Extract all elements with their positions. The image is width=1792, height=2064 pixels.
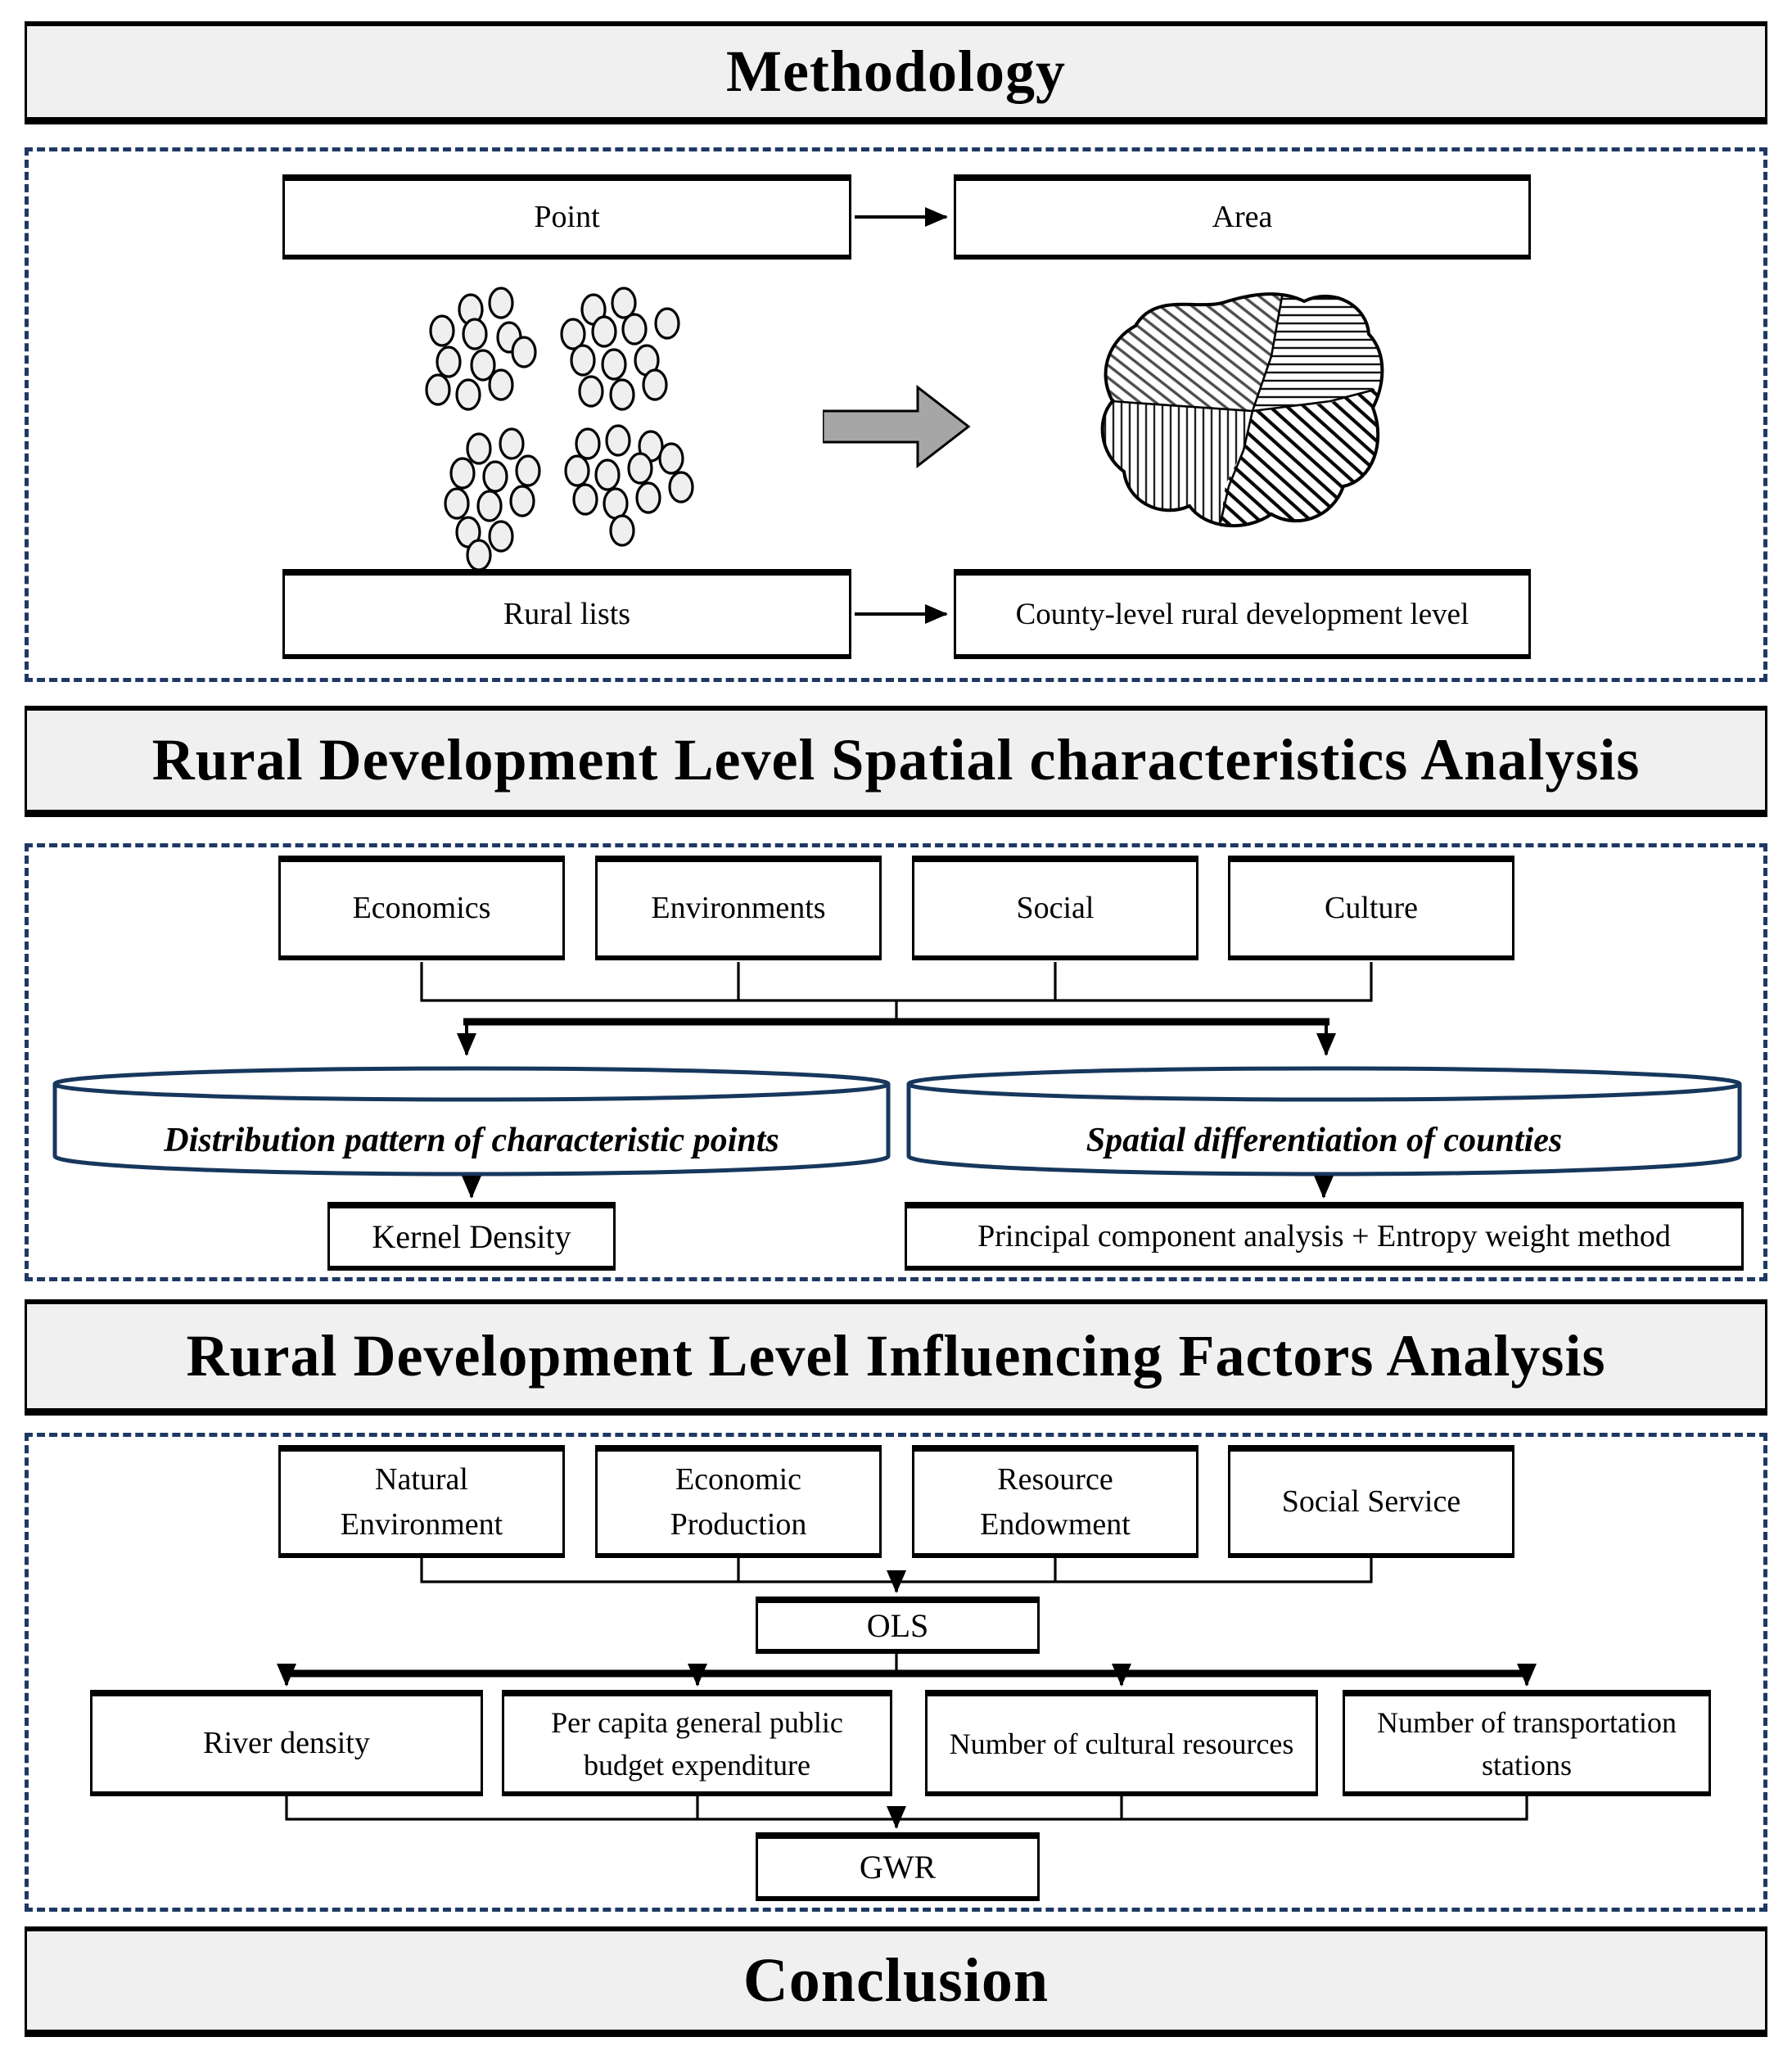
spatial-analysis-header: Rural Development Level Spatial characte…: [25, 706, 1767, 817]
resource-endowment-label: Resource Endowment: [980, 1461, 1131, 1542]
transportation-stations-box: Number of transportation stations: [1343, 1690, 1711, 1796]
environments-box: Environments: [595, 856, 882, 960]
transportation-stations-label: Number of transportation stations: [1377, 1705, 1677, 1782]
social-service-box: Social Service: [1228, 1445, 1514, 1558]
county-map-illustration: [1100, 292, 1384, 528]
kernel-density-box: Kernel Density: [327, 1202, 616, 1271]
ols-label: OLS: [866, 1607, 929, 1644]
influencing-factors-header: Rural Development Level Influencing Fact…: [25, 1299, 1767, 1416]
natural-environment-box: Natural Environment: [278, 1445, 565, 1558]
culture-box: Culture: [1228, 856, 1514, 960]
distribution-pattern-cylinder: Distribution pattern of characteristic p…: [51, 1064, 892, 1181]
economics-label: Economics: [352, 891, 491, 926]
point-clusters-illustration: [425, 287, 694, 569]
spatial-analysis-title: Rural Development Level Spatial characte…: [151, 727, 1641, 793]
cylinder-shape: [52, 1066, 891, 1177]
methodology-container: [25, 147, 1767, 682]
river-density-box: River density: [90, 1690, 483, 1796]
economic-production-label: Economic Production: [670, 1461, 807, 1542]
conclusion-header: Conclusion: [25, 1926, 1767, 2037]
cultural-resources-label: Number of cultural resources: [949, 1727, 1294, 1760]
resource-endowment-box: Resource Endowment: [912, 1445, 1198, 1558]
area-box: Area: [954, 174, 1531, 260]
ols-box: OLS: [756, 1597, 1040, 1654]
county-level-box: County-level rural development level: [954, 569, 1531, 659]
kernel-density-label: Kernel Density: [372, 1218, 571, 1255]
rural-lists-label: Rural lists: [503, 597, 631, 632]
influencing-container: [25, 1433, 1767, 1912]
pca-entropy-label: Principal component analysis + Entropy w…: [977, 1219, 1671, 1254]
social-service-label: Social Service: [1281, 1484, 1461, 1520]
economics-box: Economics: [278, 856, 565, 960]
area-box-label: Area: [1212, 200, 1273, 235]
culture-label: Culture: [1325, 891, 1418, 926]
budget-expenditure-box: Per capita general public budget expendi…: [502, 1690, 892, 1796]
economic-production-box: Economic Production: [595, 1445, 882, 1558]
distribution-pattern-label: Distribution pattern of characteristic p…: [164, 1122, 779, 1159]
social-label: Social: [1016, 891, 1095, 926]
pca-entropy-box: Principal component analysis + Entropy w…: [905, 1202, 1744, 1271]
point-box: Point: [282, 174, 851, 260]
river-density-label: River density: [203, 1726, 370, 1761]
point-box-label: Point: [534, 200, 600, 235]
environments-label: Environments: [651, 891, 826, 926]
spatial-differentiation-label: Spatial differentiation of counties: [1086, 1122, 1563, 1159]
cultural-resources-box: Number of cultural resources: [925, 1690, 1318, 1796]
spatial-container: [25, 843, 1767, 1281]
influencing-factors-title: Rural Development Level Influencing Fact…: [186, 1323, 1606, 1389]
gwr-label: GWR: [859, 1849, 937, 1886]
methodology-header: Methodology: [25, 21, 1767, 124]
methodology-title: Methodology: [726, 38, 1066, 104]
natural-environment-label: Natural Environment: [340, 1461, 503, 1542]
rural-lists-box: Rural lists: [282, 569, 851, 659]
conclusion-title: Conclusion: [743, 1945, 1049, 2015]
transform-block-arrow-icon: [823, 384, 971, 469]
county-level-label: County-level rural development level: [1015, 598, 1469, 632]
social-box: Social: [912, 856, 1198, 960]
budget-expenditure-label: Per capita general public budget expendi…: [551, 1705, 843, 1782]
spatial-differentiation-cylinder: Spatial differentiation of counties: [905, 1064, 1744, 1181]
gwr-box: GWR: [756, 1832, 1040, 1901]
cylinder-shape: [906, 1066, 1742, 1177]
